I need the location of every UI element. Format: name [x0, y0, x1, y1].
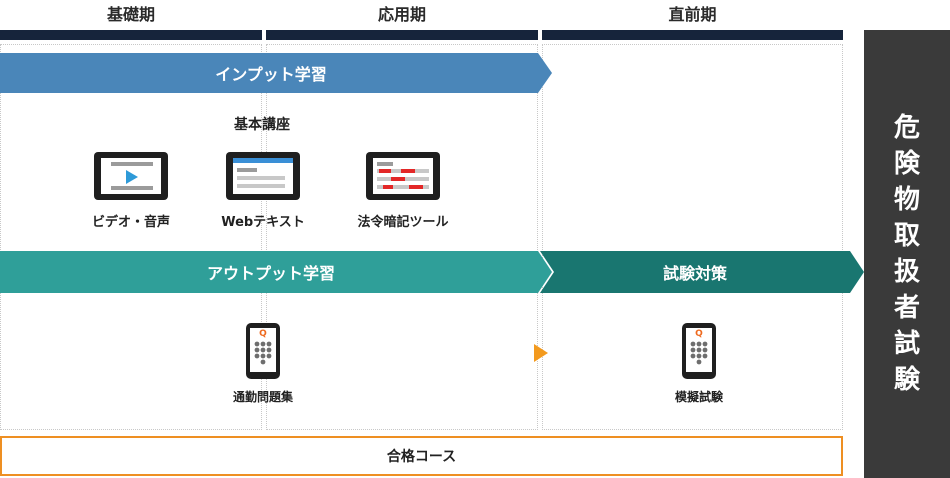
- play-icon: [126, 170, 138, 184]
- commute-drill-phone-icon: Q: [246, 323, 280, 379]
- phase-final: 直前期: [668, 5, 717, 24]
- question-mark-label: Q: [695, 329, 703, 339]
- exam-title-char: 険: [893, 149, 920, 179]
- phase-basic: 基礎期: [106, 5, 155, 24]
- law-memorization-tablet-icon: [366, 152, 440, 200]
- input-learning-banner: インプット学習: [0, 53, 552, 93]
- passing-course-label: 合格コース: [386, 449, 457, 465]
- exam-title-char: 試: [893, 329, 920, 359]
- exam-title-char: 取: [893, 221, 920, 251]
- keypad-icon: [254, 341, 272, 365]
- passing-course-bar: 合格コース: [0, 436, 843, 476]
- commute-drill-label: 通勤問題集: [232, 390, 293, 404]
- exam-title-char: 扱: [893, 257, 920, 287]
- phase-bar-basic: [0, 30, 262, 40]
- video-audio-label: ビデオ・音声: [91, 215, 170, 230]
- exam-title-char: 危: [893, 113, 920, 143]
- exam-title-char: 験: [893, 365, 920, 395]
- exam-title-sidebar: 危 険 物 取 扱 者 試 験: [864, 30, 950, 478]
- exam-prep-label: 試験対策: [662, 264, 727, 283]
- progress-arrow-icon: [534, 344, 548, 362]
- input-learning-label: インプット学習: [215, 65, 327, 84]
- column-applied: [266, 44, 538, 430]
- exam-prep-banner: 試験対策: [540, 251, 864, 293]
- column-final: [542, 44, 843, 430]
- phase-bar-applied: [266, 30, 538, 40]
- law-memorization-tool-label: 法令暗記ツール: [357, 215, 449, 230]
- output-learning-label: アウトプット学習: [206, 264, 335, 283]
- phase-bar-final: [542, 30, 843, 40]
- basic-course-title: 基本講座: [234, 117, 290, 133]
- output-learning-banner: アウトプット学習: [0, 251, 552, 293]
- exam-title-char: 物: [893, 185, 920, 215]
- exam-title-char: 者: [893, 293, 920, 323]
- video-tablet-icon: [94, 152, 168, 200]
- question-mark-label: Q: [259, 329, 267, 339]
- mock-exam-label: 模擬試験: [674, 390, 723, 404]
- column-basic: [0, 44, 262, 430]
- web-text-tablet-icon: [226, 152, 300, 200]
- mock-exam-phone-icon: Q: [682, 323, 716, 379]
- phase-applied: 応用期: [377, 5, 426, 24]
- web-text-label: Webテキスト: [221, 215, 305, 230]
- keypad-icon: [690, 341, 708, 365]
